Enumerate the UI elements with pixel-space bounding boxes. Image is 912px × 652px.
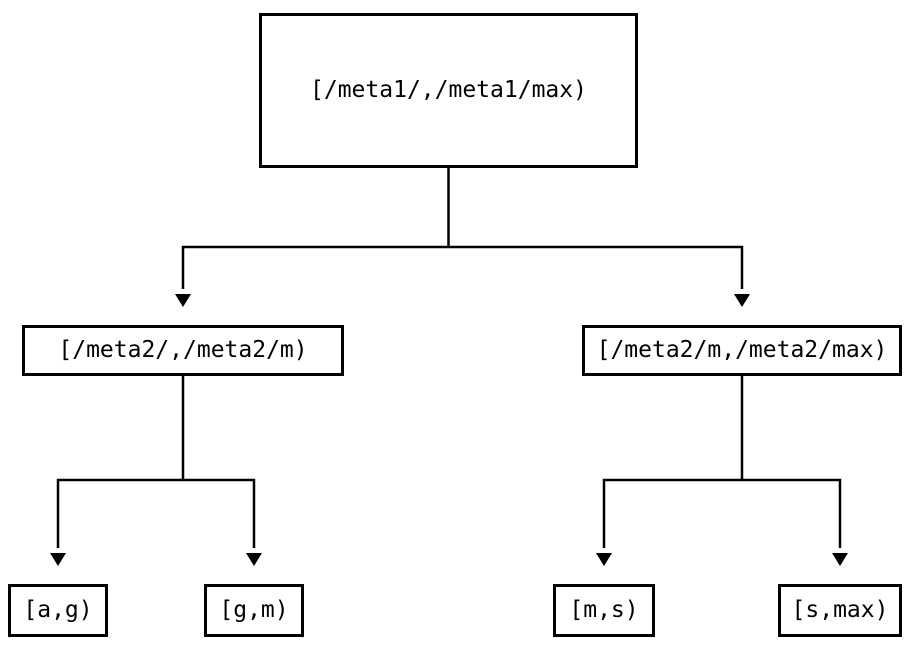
edge-right-branch bbox=[602, 478, 842, 548]
tree-node-leaf: [g,m) bbox=[204, 584, 304, 637]
edge-level1-branch bbox=[181, 245, 744, 289]
arrow-down-icon bbox=[246, 553, 262, 566]
arrow-down-icon bbox=[596, 553, 612, 566]
arrow-down-icon bbox=[50, 553, 66, 566]
arrow-down-icon bbox=[832, 553, 848, 566]
edge-left-branch bbox=[56, 478, 256, 548]
arrow-down-icon bbox=[175, 294, 191, 307]
tree-node-leaf: [a,g) bbox=[8, 584, 108, 637]
tree-node-level2-left: [/meta2/,/meta2/m) bbox=[22, 325, 344, 376]
tree-node-leaf: [s,max) bbox=[778, 584, 902, 637]
tree-node-leaf: [m,s) bbox=[553, 584, 655, 637]
arrow-down-icon bbox=[734, 294, 750, 307]
tree-node-level2-right: [/meta2/m,/meta2/max) bbox=[582, 325, 902, 376]
tree-node-root: [/meta1/,/meta1/max) bbox=[259, 13, 638, 168]
